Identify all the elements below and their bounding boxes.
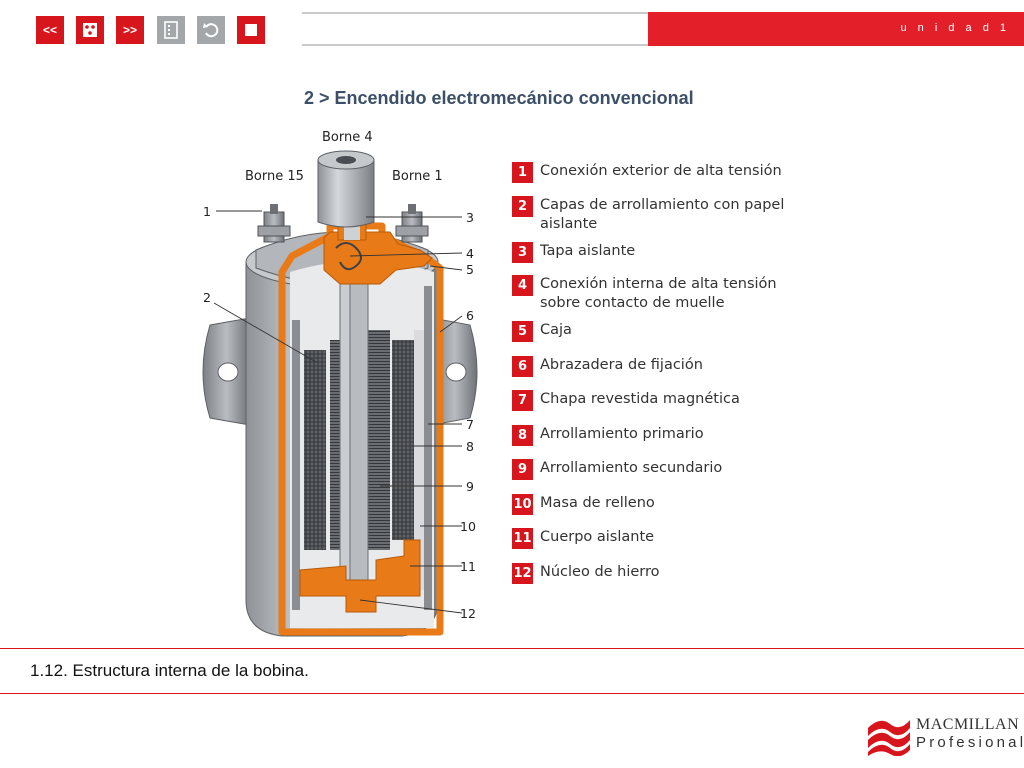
legend-number: 11 — [512, 528, 533, 549]
callout-4: 4 — [466, 246, 474, 261]
legend-text: Caja — [540, 322, 572, 338]
legend-item: 1 Conexión exterior de alta tensión — [512, 162, 830, 183]
legend-number: 4 — [512, 275, 533, 296]
callout-2: 2 — [203, 290, 211, 305]
label-borne-4: Borne 4 — [322, 130, 373, 145]
legend-number: 6 — [512, 356, 533, 377]
legend-item: 6 Abrazadera de fijación — [512, 356, 830, 377]
logo-subtitle: Profesional — [916, 734, 1024, 751]
callout-3: 3 — [466, 210, 474, 225]
legend-text: Núcleo de hierro — [540, 564, 660, 580]
legend-text: Arrollamiento secundario — [540, 460, 723, 476]
previous-button[interactable]: << — [36, 16, 64, 44]
callout-11: 11 — [460, 559, 476, 574]
legend-text: Arrollamiento primario — [540, 426, 704, 442]
high-voltage-tower — [317, 150, 375, 228]
leader-lines — [213, 210, 463, 614]
legend-number: 2 — [512, 196, 533, 217]
legend-text: Conexión exterior de alta tensión — [540, 163, 782, 179]
terminal-1 — [395, 204, 429, 243]
callout-10: 10 — [460, 519, 476, 534]
legend-item: 7 Chapa revestida magnética — [512, 390, 830, 411]
legend-number: 9 — [512, 459, 533, 480]
legend-number: 10 — [512, 494, 533, 515]
unit-label: u n i d a d 1 — [900, 22, 1010, 34]
legend-item: 11 Cuerpo aislante — [512, 528, 830, 549]
list-icon — [164, 21, 178, 39]
legend-text: Conexión interna de alta tensión sobre c… — [540, 276, 777, 311]
legend-text: Cuerpo aislante — [540, 529, 655, 545]
callout-5: 5 — [466, 262, 474, 277]
legend-number: 5 — [512, 321, 533, 342]
legend-text: Tapa aislante — [540, 243, 636, 259]
macmillan-wave-icon — [868, 720, 910, 756]
legend-text: Capas de arrollamiento con papel aislant… — [540, 197, 785, 232]
legend-number: 12 — [512, 563, 533, 584]
legend-number: 7 — [512, 390, 533, 411]
publisher-logo: MACMILLAN Profesional — [866, 712, 1023, 758]
legend-item: 4 Conexión interna de alta tensión sobre… — [512, 275, 790, 313]
label-borne-15: Borne 15 — [245, 169, 304, 184]
terminal-15 — [257, 204, 291, 243]
unit-banner: u n i d a d 1 — [648, 12, 1024, 46]
legend-item: 10 Masa de relleno — [512, 494, 830, 515]
legend-item: 12 Núcleo de hierro — [512, 563, 830, 584]
legend-number: 1 — [512, 162, 533, 183]
stop-button[interactable] — [237, 16, 265, 44]
next-button[interactable]: >> — [116, 16, 144, 44]
section-title: 2 > Encendido electromecánico convencion… — [304, 88, 694, 108]
legend-item: 5 Caja — [512, 321, 830, 342]
legend-item: 9 Arrollamiento secundario — [512, 459, 830, 480]
callout-1: 1 — [203, 204, 211, 219]
contents-button[interactable] — [157, 16, 185, 44]
logo-wordmark: MACMILLAN — [916, 716, 1020, 733]
ignition-coil-diagram: Borne 4 Borne 15 Borne 1 1 2 3 4 5 6 7 8… — [202, 130, 478, 637]
callout-6: 6 — [466, 308, 474, 323]
legend-item: 2 Capas de arrollamiento con papel aisla… — [512, 196, 795, 234]
caption-band: 1.12. Estructura interna de la bobina. — [0, 648, 1024, 694]
stop-icon — [245, 24, 257, 36]
label-borne-1: Borne 1 — [392, 169, 443, 184]
legend-number: 8 — [512, 425, 533, 446]
dice-icon — [83, 23, 97, 37]
legend-text: Chapa revestida magnética — [540, 391, 740, 407]
legend-text: Abrazadera de fijación — [540, 357, 703, 373]
back-button[interactable] — [197, 16, 225, 44]
header-divider — [302, 12, 648, 46]
legend-text: Masa de relleno — [540, 495, 655, 511]
index-button[interactable] — [76, 16, 104, 44]
undo-icon — [203, 23, 219, 38]
callout-12: 12 — [460, 606, 476, 621]
figure-caption: 1.12. Estructura interna de la bobina. — [30, 661, 309, 680]
callout-8: 8 — [466, 439, 474, 454]
callout-9: 9 — [466, 479, 474, 494]
legend-item: 3 Tapa aislante — [512, 242, 830, 263]
legend-number: 3 — [512, 242, 533, 263]
callout-7: 7 — [466, 417, 474, 432]
legend-item: 8 Arrollamiento primario — [512, 425, 830, 446]
